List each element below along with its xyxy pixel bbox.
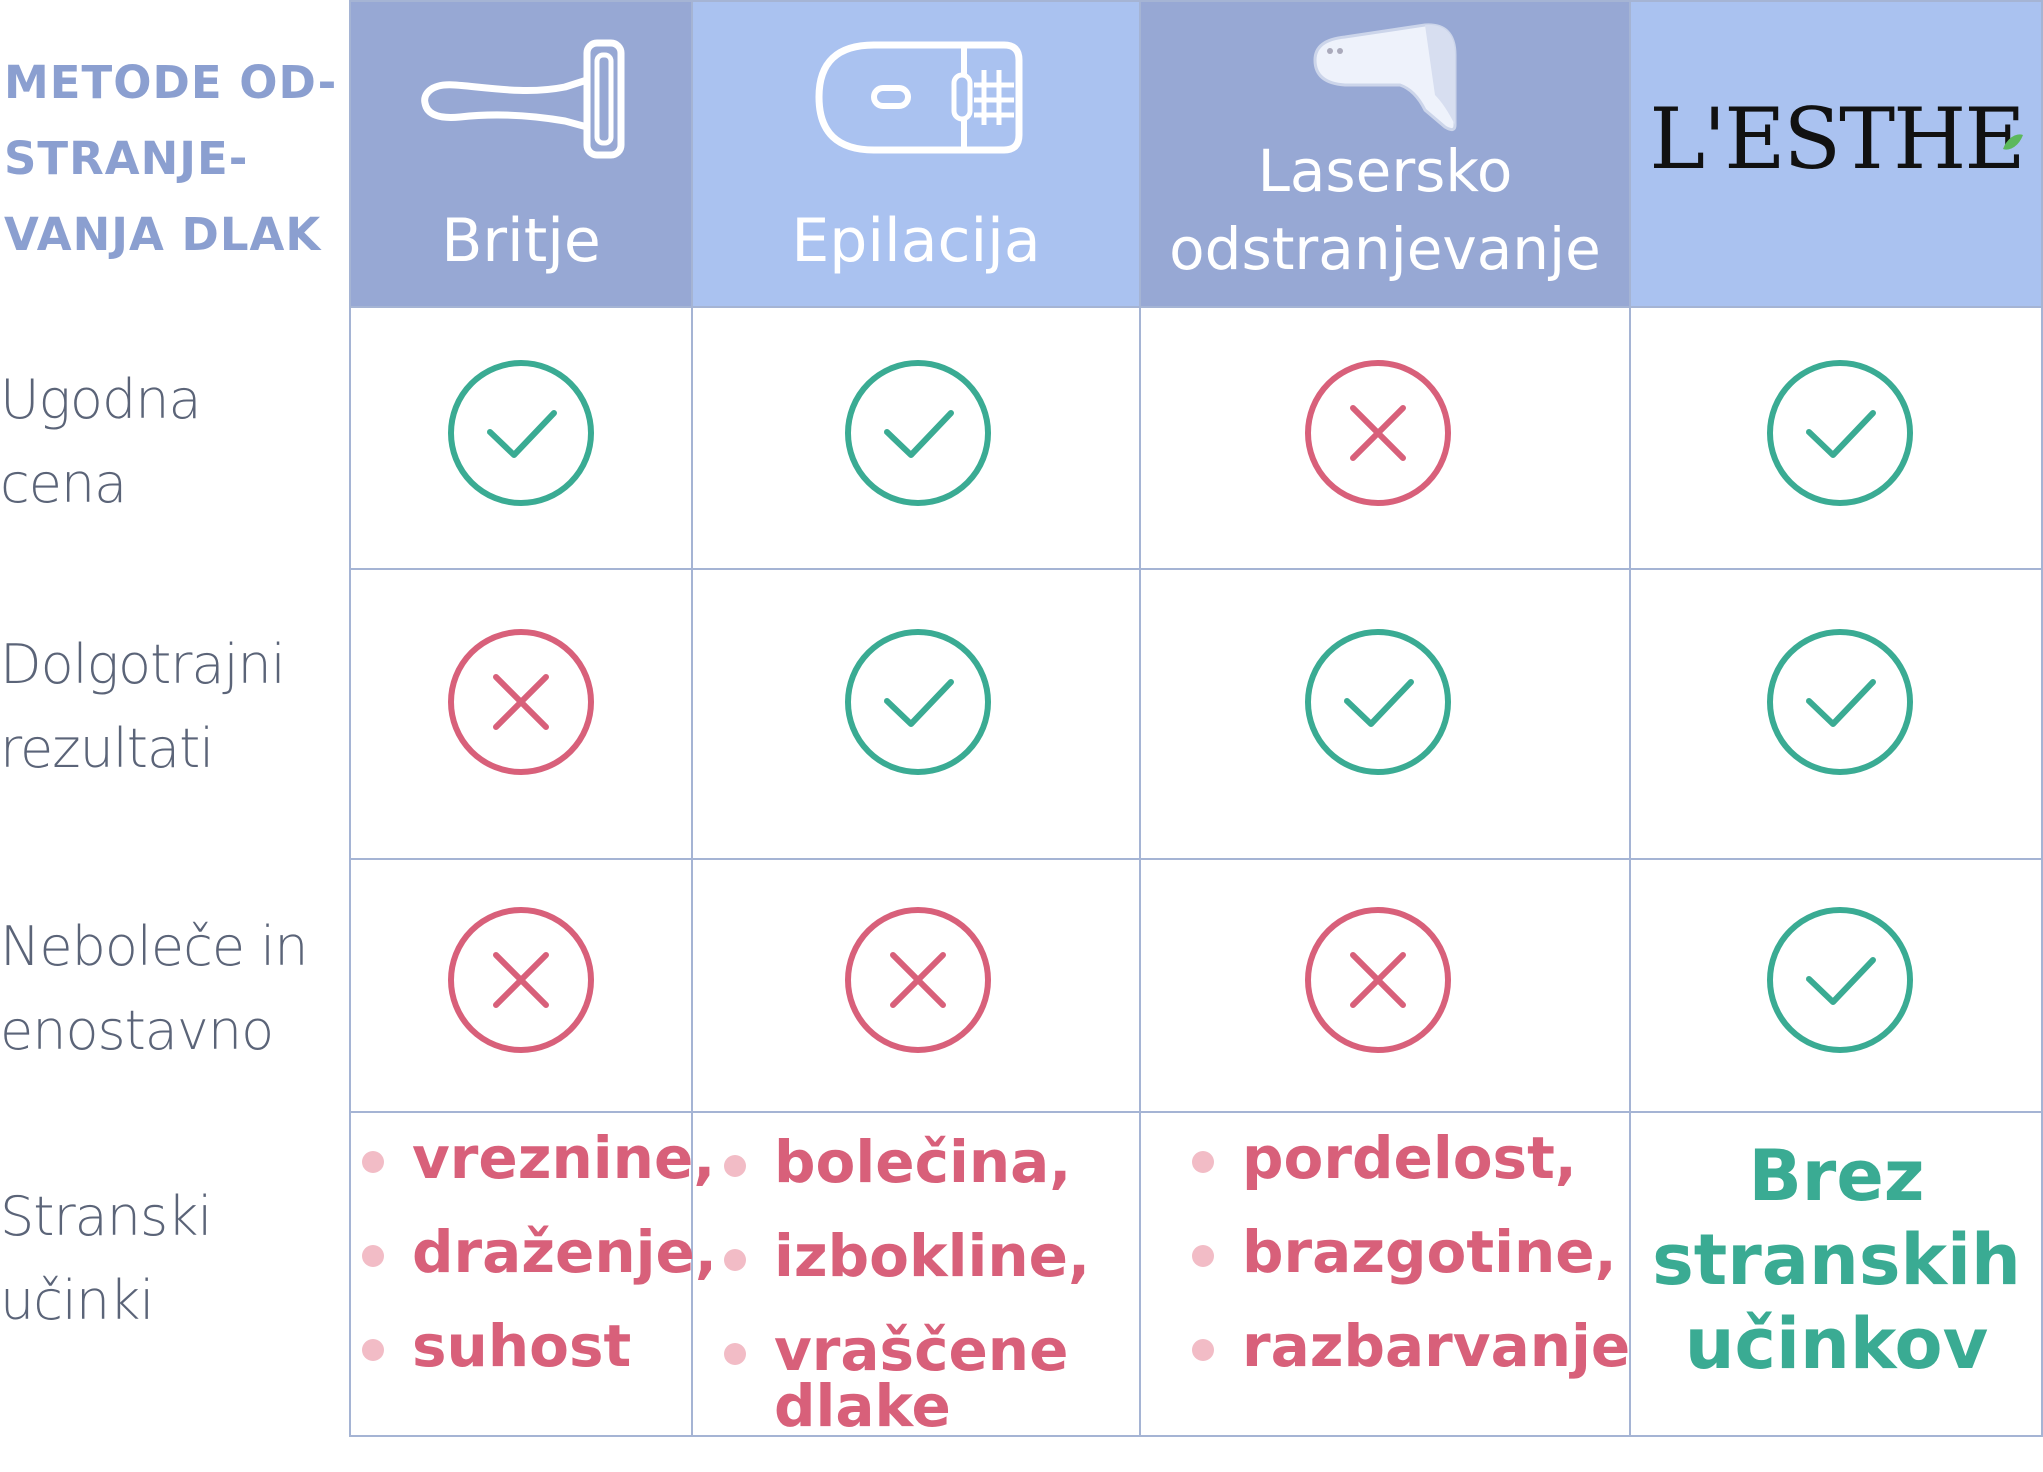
list-item-text: vraščene dlake: [774, 1316, 1069, 1440]
cross-icon: [448, 629, 594, 775]
row-label-line: rezultati: [0, 717, 214, 780]
list-item-text: vreznine,: [412, 1124, 716, 1192]
grid-line: [2041, 0, 2043, 1437]
list-item: izbokline,: [724, 1227, 1124, 1285]
grid-line: [691, 0, 693, 1437]
column-title-line: Epilacija: [791, 206, 1041, 276]
grid-line: [349, 0, 2043, 2]
razor-icon: [421, 39, 625, 159]
column-title: Lasersko odstranjevanje: [1140, 132, 1630, 288]
grid-line: [1629, 0, 1631, 1437]
grid-line: [349, 568, 2043, 570]
list-item: brazgotine,: [1192, 1223, 1630, 1281]
check-icon: [845, 360, 991, 506]
row-label-line: cena: [0, 452, 127, 515]
row-label-line: učinki: [0, 1269, 154, 1332]
list-item-text: draženje,: [412, 1218, 717, 1286]
grid-line: [349, 1111, 2043, 1113]
cross-icon: [1305, 907, 1451, 1053]
table-title: METODE OD- STRANJE- VANJA DLAK: [4, 45, 337, 273]
bullet-icon: [1192, 1151, 1214, 1173]
list-item-text: bolečina,: [774, 1128, 1072, 1196]
list-item: vreznine,: [362, 1129, 717, 1187]
header-britje: Britje: [350, 0, 692, 307]
side-effects-britje: vreznine, draženje, suhost: [362, 1129, 717, 1412]
title-line: METODE OD-: [4, 56, 338, 109]
bullet-icon: [724, 1249, 746, 1271]
bullet-icon: [724, 1343, 746, 1365]
row-label-line: Neboleče in: [0, 915, 308, 978]
bullet-icon: [362, 1151, 384, 1173]
list-item: razbarvanje: [1192, 1317, 1630, 1375]
list-item-text: izbokline,: [774, 1222, 1090, 1290]
bullet-icon: [724, 1155, 746, 1177]
bullet-icon: [362, 1245, 384, 1267]
row-label-painless: Neboleče in enostavno: [0, 905, 308, 1073]
laser-device-icon: [1313, 23, 1457, 132]
brand-logo: L'ESTHE: [1649, 90, 2025, 188]
check-icon: [1305, 629, 1451, 775]
check-icon: [845, 629, 991, 775]
header-laser: Lasersko odstranjevanje: [1140, 0, 1630, 307]
grid-line: [1139, 0, 1141, 1437]
bullet-icon: [1192, 1339, 1214, 1361]
header-epilacija: Epilacija: [692, 0, 1140, 307]
grid-line: [349, 306, 2043, 308]
title-line: STRANJE-: [4, 132, 249, 185]
side-effects-line: stranskih: [1652, 1219, 2021, 1301]
row-label-durability: Dolgotrajni rezultati: [0, 623, 286, 791]
check-icon: [1767, 360, 1913, 506]
column-title-line: Britje: [441, 206, 601, 276]
side-effects-line: učinkov: [1684, 1303, 1989, 1385]
cross-icon: [845, 907, 991, 1053]
title-line: VANJA DLAK: [4, 208, 322, 261]
list-item: vraščene dlake: [724, 1321, 1074, 1435]
row-label-line: Stranski: [0, 1185, 212, 1248]
column-title-line: odstranjevanje: [1169, 215, 1601, 283]
grid-line: [349, 858, 2043, 860]
row-label-line: Dolgotrajni: [0, 633, 286, 696]
side-effects-laser: pordelost, brazgotine, razbarvanje: [1192, 1129, 1630, 1412]
list-item-text: brazgotine,: [1242, 1218, 1617, 1286]
list-item: draženje,: [362, 1223, 717, 1281]
check-icon: [448, 360, 594, 506]
header-lesthe: [1630, 0, 2043, 307]
row-label-line: Ugodna: [0, 368, 202, 431]
cross-icon: [1305, 360, 1451, 506]
bullet-icon: [1192, 1245, 1214, 1267]
side-effects-epilacija: bolečina, izbokline, vraščene dlake: [724, 1133, 1124, 1472]
grid-line: [349, 0, 351, 1437]
cross-icon: [448, 907, 594, 1053]
side-effects-line: Brez: [1748, 1135, 1925, 1217]
list-item: bolečina,: [724, 1133, 1124, 1191]
row-label-line: enostavno: [0, 999, 274, 1062]
row-label-price: Ugodna cena: [0, 358, 202, 526]
check-icon: [1767, 907, 1913, 1053]
column-title-line: Lasersko: [1257, 137, 1513, 205]
list-item-text: pordelost,: [1242, 1124, 1577, 1192]
bullet-icon: [362, 1339, 384, 1361]
check-icon: [1767, 629, 1913, 775]
grid-line: [349, 1435, 2043, 1437]
list-item-text: razbarvanje: [1242, 1312, 1631, 1380]
list-item-text: suhost: [412, 1312, 632, 1380]
epilator-icon: [815, 41, 1023, 154]
row-label-side-effects: Stranski učinki: [0, 1175, 212, 1343]
list-item: pordelost,: [1192, 1129, 1630, 1187]
column-title: Epilacija: [692, 210, 1140, 273]
column-title: Britje: [350, 210, 692, 273]
side-effects-lesthe: Brez stranskih učinkov: [1630, 1134, 2043, 1386]
list-item: suhost: [362, 1317, 717, 1375]
